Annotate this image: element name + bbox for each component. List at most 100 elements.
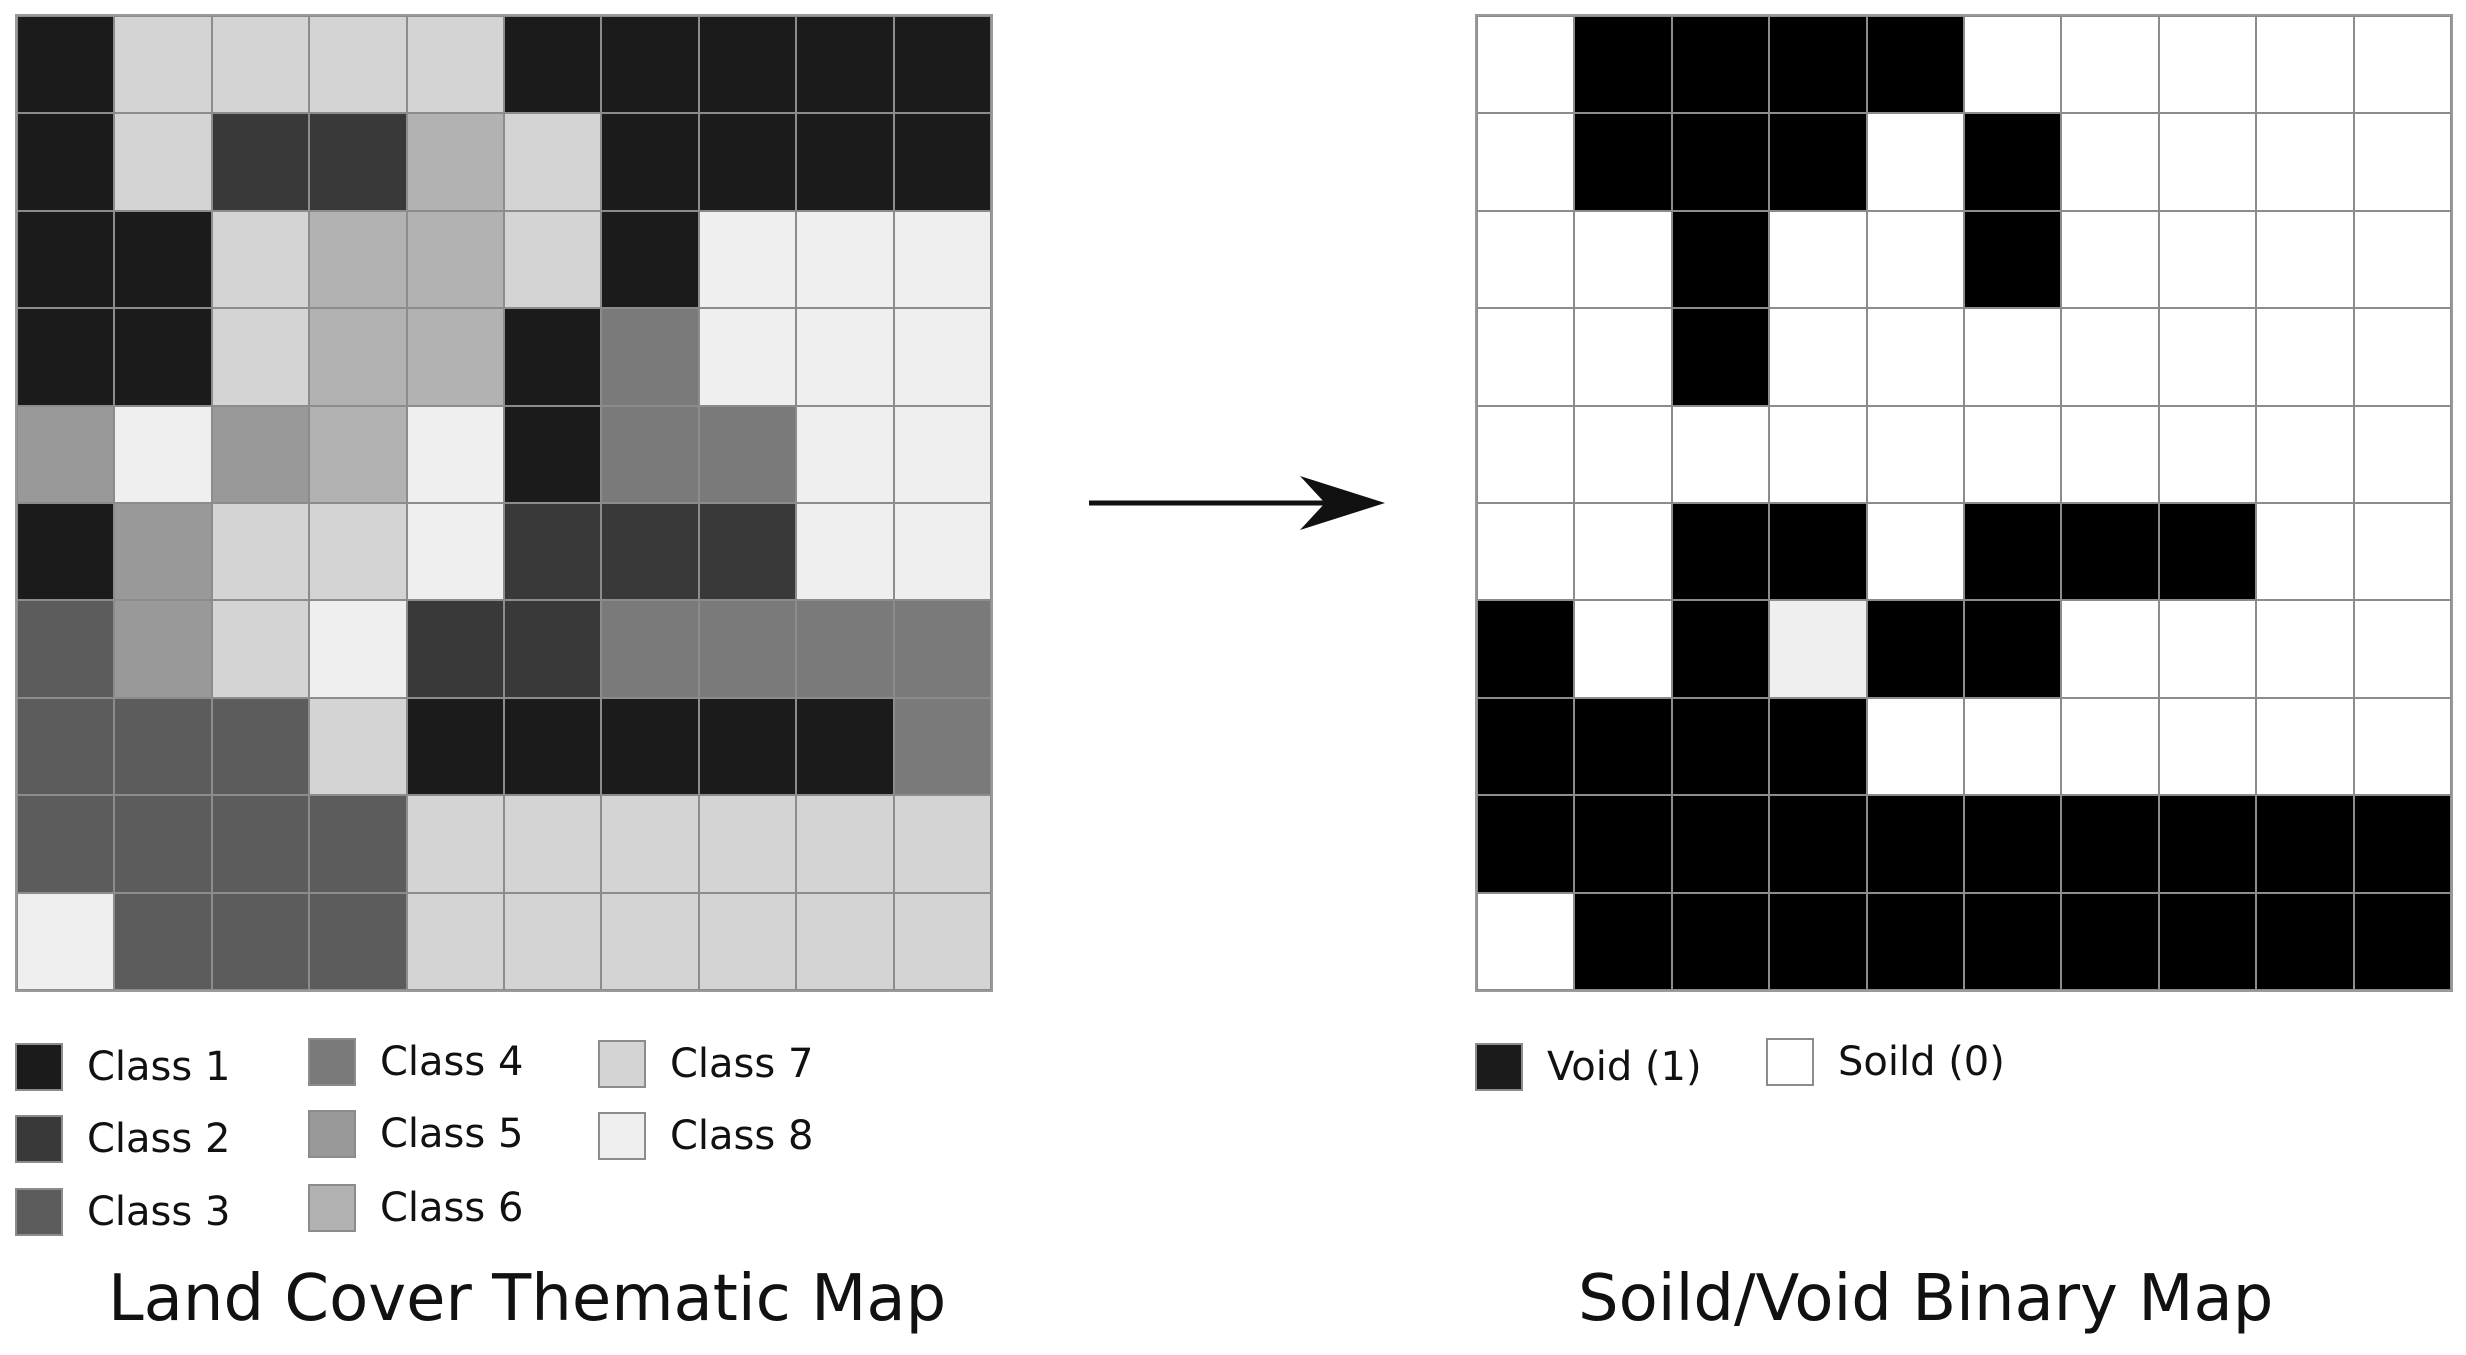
binary-cell [1866,16,1964,114]
binary-cell [1769,210,1867,309]
land-cover-cell [601,600,699,698]
binary-cell [1671,697,1770,796]
binary-cell [2158,600,2257,698]
land-cover-cell [114,795,212,893]
land-cover-cell [211,405,310,503]
land-cover-cell [504,600,602,698]
land-cover-cell [796,308,894,406]
land-cover-cell [601,892,699,990]
binary-cell [1477,405,1575,503]
binary-cell [1866,795,1964,893]
land-cover-cell [893,600,991,698]
binary-cell [1769,405,1867,503]
binary-cell [1477,795,1575,893]
legend-label: Class 2 [87,1116,231,1162]
land-cover-cell [17,308,115,406]
binary-cell [2256,210,2354,309]
binary-cell [1769,600,1867,698]
land-cover-cell [114,308,212,406]
legend-swatch [308,1184,356,1232]
binary-cell [1671,892,1770,990]
binary-cell [1574,697,1672,796]
land-cover-cell [211,210,310,309]
binary-cell [1671,405,1770,503]
land-cover-cell [893,16,991,114]
legend-label: Class 4 [380,1039,524,1085]
binary-cell [1964,113,2062,211]
legend-swatch [308,1110,356,1158]
binary-cell [2256,795,2354,893]
binary-cell [1866,210,1964,309]
binary-cell [1671,16,1770,114]
land-cover-cell [504,210,602,309]
legend-label: Class 5 [380,1111,524,1157]
land-cover-cell [114,210,212,309]
land-cover-cell [406,503,504,601]
binary-cell [2158,503,2257,601]
binary-cell [2353,503,2451,601]
legend-item-class-2: Class 2 [15,1111,230,1167]
binary-cell [1477,600,1575,698]
binary-cell [1964,795,2062,893]
binary-cell [1769,113,1867,211]
binary-cell [1671,503,1770,601]
land-cover-cell [406,308,504,406]
binary-cell [2061,892,2159,990]
binary-cell [1964,405,2062,503]
land-cover-cell [406,113,504,211]
land-cover-cell [17,113,115,211]
land-cover-cell [17,600,115,698]
land-cover-cell [406,892,504,990]
binary-cell [1574,503,1672,601]
land-cover-cell [796,210,894,309]
binary-cell [2061,308,2159,406]
land-cover-cell [406,697,504,796]
land-cover-cell [406,210,504,309]
land-cover-cell [211,16,310,114]
binary-cell [1477,892,1575,990]
land-cover-cell [601,113,699,211]
binary-cell [2061,600,2159,698]
binary-cell [1477,16,1575,114]
binary-cell [2061,16,2159,114]
binary-cell [2353,405,2451,503]
binary-cell [1769,892,1867,990]
land-cover-cell [893,503,991,601]
land-cover-cell [309,113,407,211]
binary-cell [1769,308,1867,406]
land-cover-cell [698,795,797,893]
binary-cell [2353,892,2451,990]
binary-cell [2256,113,2354,211]
binary-cell [2158,308,2257,406]
binary-cell [1671,795,1770,893]
land-cover-cell [601,503,699,601]
land-cover-cell [406,405,504,503]
land-cover-cell [698,892,797,990]
binary-cell [1477,308,1575,406]
binary-cell [2061,405,2159,503]
land-cover-cell [698,600,797,698]
binary-cell [2061,210,2159,309]
land-cover-cell [114,503,212,601]
binary-cell [1769,697,1867,796]
land-cover-cell [309,16,407,114]
land-cover-cell [893,697,991,796]
binary-cell [2256,16,2354,114]
binary-cell [1866,308,1964,406]
land-cover-cell [796,892,894,990]
land-cover-cell [796,503,894,601]
binary-cell [2256,405,2354,503]
land-cover-cell [893,113,991,211]
binary-cell [1477,503,1575,601]
legend-item-solid: Soild (0) [1766,1034,2005,1090]
binary-cell [1964,210,2062,309]
land-cover-cell [796,600,894,698]
legend-label: Void (1) [1547,1044,1702,1090]
land-cover-cell [309,697,407,796]
binary-cell [2158,16,2257,114]
land-cover-cell [211,697,310,796]
land-cover-cell [211,503,310,601]
binary-cell [1866,503,1964,601]
land-cover-thematic-grid [15,14,993,992]
binary-cell [1769,503,1867,601]
